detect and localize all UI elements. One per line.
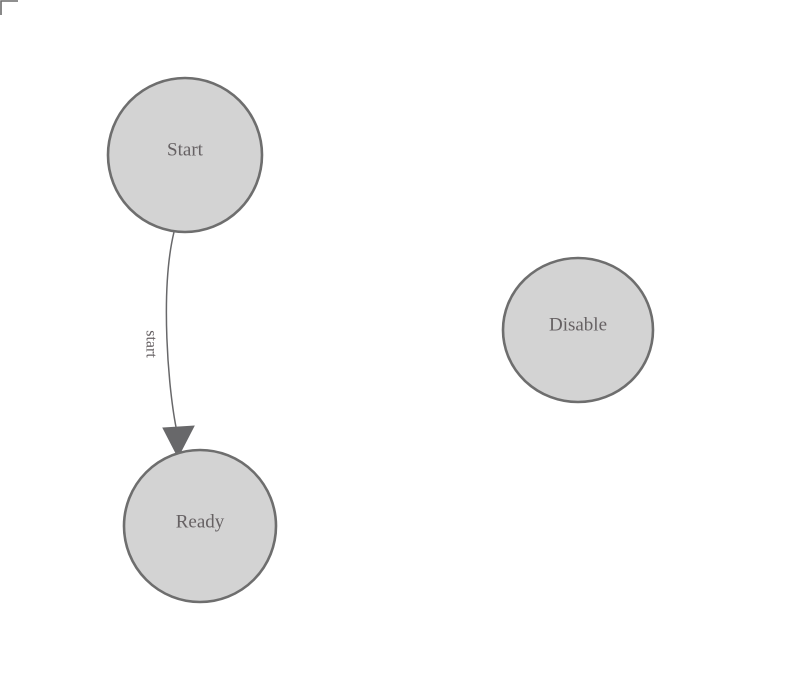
edge-path-start-to-ready [165,231,178,433]
arrowhead-icon [162,425,195,459]
crop-mark-top-left-icon [0,0,18,15]
node-disable[interactable]: Disable [501,256,655,404]
node-start-shape[interactable] [106,76,264,234]
node-start[interactable]: Start [106,76,264,234]
node-disable-label: Disable [549,314,607,335]
node-ready-label: Ready [176,511,225,532]
node-ready-shape[interactable] [122,448,278,604]
node-disable-shape[interactable] [501,256,655,404]
edge-start-to-ready[interactable]: start [142,231,195,459]
node-ready[interactable]: Ready [122,448,278,604]
edge-label-start: start [142,330,159,358]
node-start-label: Start [167,139,204,160]
